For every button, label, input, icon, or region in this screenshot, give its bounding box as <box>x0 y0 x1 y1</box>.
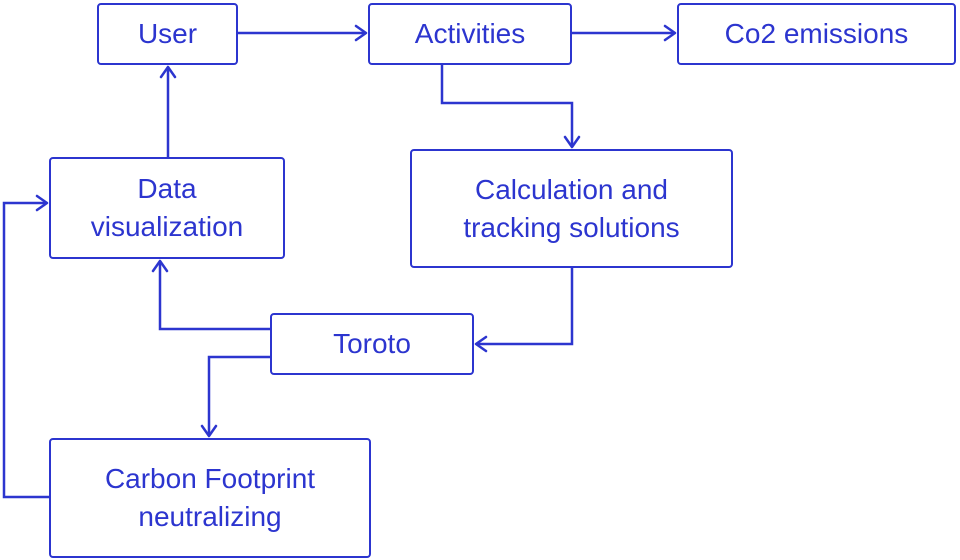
edge-carbon-to-dataviz <box>2 194 49 499</box>
edge-dataviz-to-user <box>159 65 177 157</box>
edge-toroto-to-dataviz <box>151 259 270 331</box>
node-user: User <box>97 3 238 65</box>
node-toroto: Toroto <box>270 313 474 375</box>
edge-activities-to-co2 <box>572 24 677 42</box>
edge-toroto-to-carbon <box>200 355 270 438</box>
edge-user-to-activities <box>238 24 368 42</box>
node-data-visualization: Data visualization <box>49 157 285 259</box>
node-calculation-tracking: Calculation and tracking solutions <box>410 149 733 268</box>
node-activities: Activities <box>368 3 572 65</box>
node-co2-emissions: Co2 emissions <box>677 3 956 65</box>
node-carbon-footprint: Carbon Footprint neutralizing <box>49 438 371 558</box>
edge-calc-to-toroto <box>474 268 574 353</box>
edge-activities-to-calc <box>440 65 581 149</box>
